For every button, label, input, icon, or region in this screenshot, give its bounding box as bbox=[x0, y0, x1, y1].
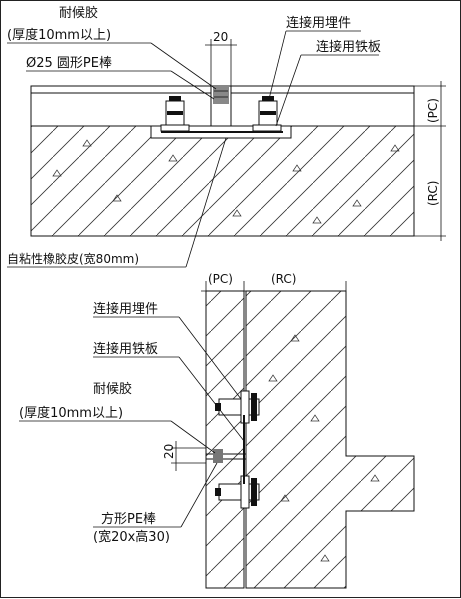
bottom-sealant-label: 耐候胶 bbox=[93, 381, 132, 397]
bottom-rc-dim-label: (RC) bbox=[271, 272, 296, 286]
top-backer-rod-label: Ø25 圆形PE棒 bbox=[26, 56, 112, 71]
bottom-backer-rod-label: 方形PE棒 bbox=[101, 511, 156, 527]
top-bolt-right bbox=[252, 96, 282, 132]
top-bolt-left bbox=[160, 96, 190, 132]
bottom-pc-wall bbox=[205, 290, 245, 589]
top-rc-dim-label: (RC) bbox=[426, 181, 440, 206]
bottom-embedded-part-label: 连接用埋件 bbox=[93, 301, 158, 317]
bottom-bolt-lower bbox=[215, 475, 260, 509]
top-joint-width: 20 bbox=[213, 30, 228, 44]
bottom-iron-plate-label: 连接用铁板 bbox=[93, 341, 158, 357]
bottom-bolt-upper bbox=[215, 390, 260, 424]
top-sealant-label: 耐候胶 bbox=[59, 5, 98, 21]
bottom-joint-width: 20 bbox=[162, 444, 176, 459]
bottom-sealant bbox=[213, 449, 223, 463]
bottom-rc-wall bbox=[245, 290, 415, 589]
top-embedded-part-label: 连接用埋件 bbox=[286, 15, 351, 31]
bottom-pc-dim-label: (PC) bbox=[208, 272, 233, 286]
top-iron-plate-label: 连接用铁板 bbox=[316, 39, 381, 55]
top-sealant-note: (厚度10mm以上) bbox=[7, 27, 111, 43]
top-tape-label: 自粘性橡胶皮(宽80mm) bbox=[7, 251, 139, 266]
top-detail: (PC) (RC) 20 耐候胶 (厚度10mm以上) Ø25 圆形PE棒 连接… bbox=[7, 5, 446, 268]
bottom-sealant-note: (厚度10mm以上) bbox=[19, 405, 123, 421]
top-pc-dim-label: (PC) bbox=[426, 98, 440, 123]
top-rc-slab bbox=[30, 125, 415, 237]
aggregate-marks bbox=[52, 139, 400, 224]
top-sealant bbox=[213, 86, 229, 104]
bottom-backer-rod-size: (宽20x高30) bbox=[93, 529, 170, 545]
bottom-detail: (PC) (RC) 连接用埋件 连接用铁板 耐候胶 (厚度10mm以上) bbox=[19, 272, 415, 589]
